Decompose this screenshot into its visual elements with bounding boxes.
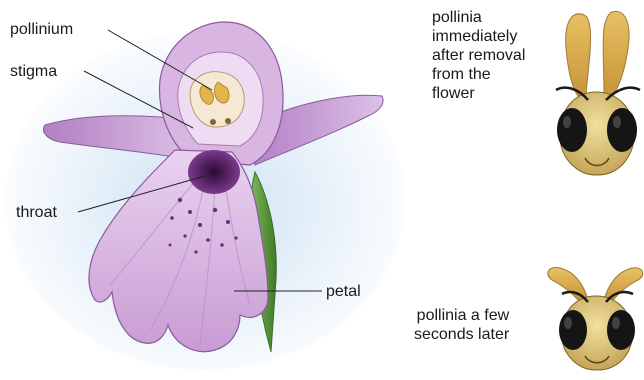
- annotation-later-line: seconds later: [414, 325, 509, 344]
- bee-eye-right-1: [607, 108, 637, 152]
- label-pollinium: pollinium: [10, 20, 73, 39]
- annotation-removal-line: from the: [432, 65, 525, 84]
- flower-throat: [188, 150, 240, 194]
- label-throat: throat: [16, 203, 57, 222]
- annotation-removal-line: flower: [432, 84, 525, 103]
- annotation-later-line: pollinia a few: [414, 306, 509, 325]
- bee-eye-right-2: [607, 310, 635, 350]
- annotation-removal-line: after removal: [432, 46, 525, 65]
- label-stigma: stigma: [10, 62, 57, 81]
- label-petal: petal: [326, 282, 361, 301]
- bee-head-later: [548, 267, 643, 370]
- annotation-later: pollinia a few seconds later: [414, 306, 509, 344]
- annotation-removal: pollinia immediately after removal from …: [432, 8, 525, 103]
- bee-eye-left-1: [557, 108, 587, 152]
- pollinia-upright-left: [566, 14, 591, 96]
- bee-eye-left-2: [559, 310, 587, 350]
- annotation-removal-line: immediately: [432, 27, 525, 46]
- stigma-dot-right: [225, 118, 231, 124]
- annotation-removal-line: pollinia: [432, 8, 525, 27]
- bee-head-removal: [556, 11, 640, 175]
- pollinia-upright-right: [603, 11, 629, 96]
- stigma-dot-left: [210, 119, 216, 125]
